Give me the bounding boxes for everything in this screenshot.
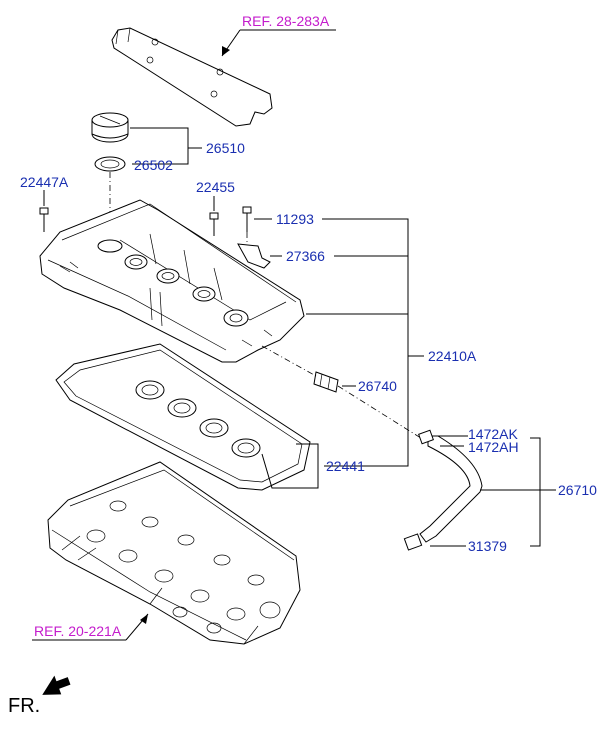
bolt-22447A [39,207,49,232]
breather-hose [403,429,483,551]
engine-cover [111,27,273,127]
cylinder-head [47,461,301,645]
reference-lower[interactable]: REF. 20-221A [32,613,149,641]
part-26510-label[interactable]: 26510 [206,140,245,156]
part-27366-label[interactable]: 27366 [286,248,325,264]
part-22455-label[interactable]: 22455 [196,179,235,195]
oil-filler-cap [91,112,129,143]
hose-clamp-lower [403,533,423,551]
pcv-valve [313,371,339,393]
rocker-cover [39,199,305,363]
reference-upper-label[interactable]: REF. 28-283A [242,13,330,29]
hose-clamp-upper [418,429,434,445]
part-22410A-label[interactable]: 22410A [428,348,477,364]
callout-22410A-group [270,218,424,467]
bolt-22455 [209,212,219,236]
reference-lower-label[interactable]: REF. 20-221A [34,623,122,639]
part-26740-label[interactable]: 26740 [358,378,397,394]
front-arrow-icon [42,675,71,695]
front-marker-label: FR. [8,695,40,717]
part-22441-label[interactable]: 22441 [326,458,365,474]
bolt-11293 [242,206,252,232]
part-26502-label[interactable]: 26502 [134,157,173,173]
bracket-27366 [237,243,271,269]
part-11293-label[interactable]: 11293 [276,211,314,227]
part-1472AH-label[interactable]: 1472AH [468,439,519,455]
part-31379-label[interactable]: 31379 [468,538,507,554]
oil-filler-gasket [94,156,126,172]
rocker-cover-gasket [55,343,311,491]
reference-upper[interactable]: REF. 28-283A [221,13,336,57]
part-1472AK-label[interactable]: 1472AK [468,426,518,442]
part-26710-label[interactable]: 26710 [558,482,597,498]
front-marker: FR. [8,675,71,717]
part-22447A-label[interactable]: 22447A [20,174,69,190]
